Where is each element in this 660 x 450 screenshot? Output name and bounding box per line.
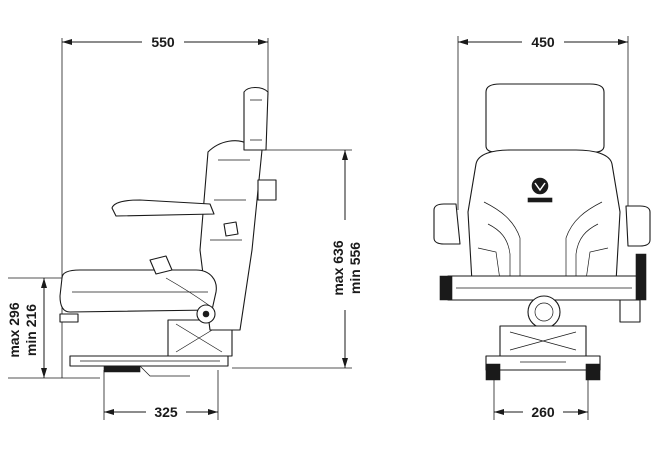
brand-logo-icon <box>527 177 553 203</box>
side-height-max-label: max 636 <box>330 240 346 295</box>
side-seat-height-max-label: max 296 <box>6 302 22 357</box>
seat-side-view-icon <box>59 86 277 377</box>
side-seat-height-min-label: min 216 <box>23 304 39 356</box>
dimension-side-height: max 636 min 556 <box>232 149 365 369</box>
dimension-side-seat-height: max 296 min 216 <box>6 277 100 379</box>
seat-front-view-icon <box>433 83 651 381</box>
side-view: 550 max 636 min 556 max 296 min 216 <box>6 32 365 421</box>
side-height-min-label: min 556 <box>347 242 363 294</box>
front-view: 450 260 <box>433 32 651 421</box>
side-base-label: 325 <box>154 404 178 420</box>
side-depth-label: 550 <box>151 34 175 50</box>
dimension-side-base: 325 <box>103 370 219 421</box>
front-width-label: 450 <box>531 34 555 50</box>
front-base-label: 260 <box>531 404 555 420</box>
dimension-front-base: 260 <box>493 372 589 421</box>
dimension-front-width: 450 <box>457 32 629 210</box>
